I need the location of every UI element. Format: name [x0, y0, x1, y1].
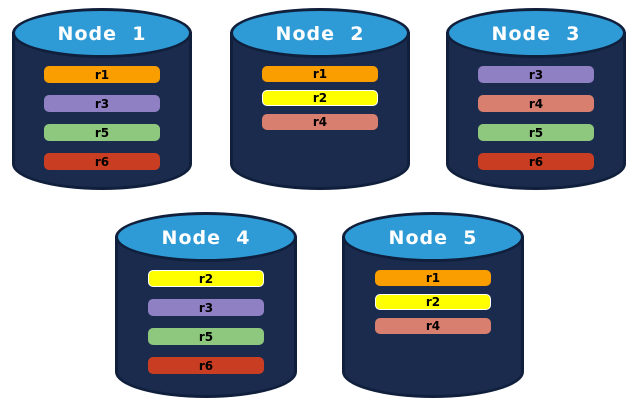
node-title: Node 2 — [275, 23, 365, 45]
partition-bar-r2: r2 — [262, 90, 378, 106]
partition-label: r5 — [528, 125, 544, 140]
node-title: Node 3 — [491, 23, 581, 45]
cylinder-body — [230, 32, 410, 190]
partition-bar-r1: r1 — [262, 66, 378, 82]
partition-label: r5 — [198, 329, 214, 344]
partition-label: r3 — [94, 96, 110, 111]
db-node-1: Node 1 r1 r3 r5 r6 — [12, 8, 192, 190]
partition-label: r3 — [198, 300, 214, 315]
partition-label: r1 — [425, 271, 441, 285]
partition-label: r6 — [528, 154, 544, 169]
db-node-5: Node 5 r1 r2 r4 — [342, 212, 524, 398]
partition-bar-r4: r4 — [478, 95, 594, 112]
cylinder-top: Node 4 — [115, 212, 297, 262]
db-node-4: Node 4 r2 r3 r5 r6 — [115, 212, 297, 398]
partition-bar-r5: r5 — [44, 124, 160, 141]
node-title: Node 5 — [388, 227, 478, 249]
cylinder-top: Node 1 — [12, 8, 192, 58]
partition-list: r1 r2 r4 — [375, 270, 491, 334]
partition-label: r6 — [198, 358, 214, 373]
partition-bar-r1: r1 — [44, 66, 160, 83]
db-node-2: Node 2 r1 r2 r4 — [230, 8, 410, 190]
partition-list: r2 r3 r5 r6 — [148, 270, 264, 374]
partition-bar-r6: r6 — [478, 153, 594, 170]
partition-label: r1 — [94, 67, 110, 82]
cylinder-top: Node 5 — [342, 212, 524, 262]
partition-bar-r5: r5 — [478, 124, 594, 141]
partition-label: r5 — [94, 125, 110, 140]
partition-bar-r6: r6 — [148, 357, 264, 374]
cylinder-body — [342, 236, 524, 398]
partition-list: r3 r4 r5 r6 — [478, 66, 594, 170]
partition-label: r6 — [94, 154, 110, 169]
partition-label: r2 — [312, 91, 328, 105]
partition-bar-r1: r1 — [375, 270, 491, 286]
cylinder-top: Node 2 — [230, 8, 410, 58]
partition-bar-r6: r6 — [44, 153, 160, 170]
partition-list: r1 r2 r4 — [262, 66, 378, 130]
partition-label: r2 — [425, 295, 441, 309]
cylinder-top: Node 3 — [446, 8, 626, 58]
node-title: Node 4 — [161, 227, 251, 249]
partition-bar-r3: r3 — [44, 95, 160, 112]
partition-bar-r3: r3 — [148, 299, 264, 316]
partition-label: r4 — [528, 96, 544, 111]
partition-label: r3 — [528, 67, 544, 82]
node-title: Node 1 — [57, 23, 147, 45]
partition-label: r1 — [312, 67, 328, 81]
partition-bar-r5: r5 — [148, 328, 264, 345]
partition-label: r4 — [312, 115, 328, 129]
db-node-3: Node 3 r3 r4 r5 r6 — [446, 8, 626, 190]
partition-bar-r4: r4 — [262, 114, 378, 130]
partition-bar-r2: r2 — [148, 270, 264, 287]
partition-bar-r3: r3 — [478, 66, 594, 83]
partition-bar-r4: r4 — [375, 318, 491, 334]
partition-label: r4 — [425, 319, 441, 333]
partition-label: r2 — [198, 271, 214, 286]
partition-list: r1 r3 r5 r6 — [44, 66, 160, 170]
partition-bar-r2: r2 — [375, 294, 491, 310]
